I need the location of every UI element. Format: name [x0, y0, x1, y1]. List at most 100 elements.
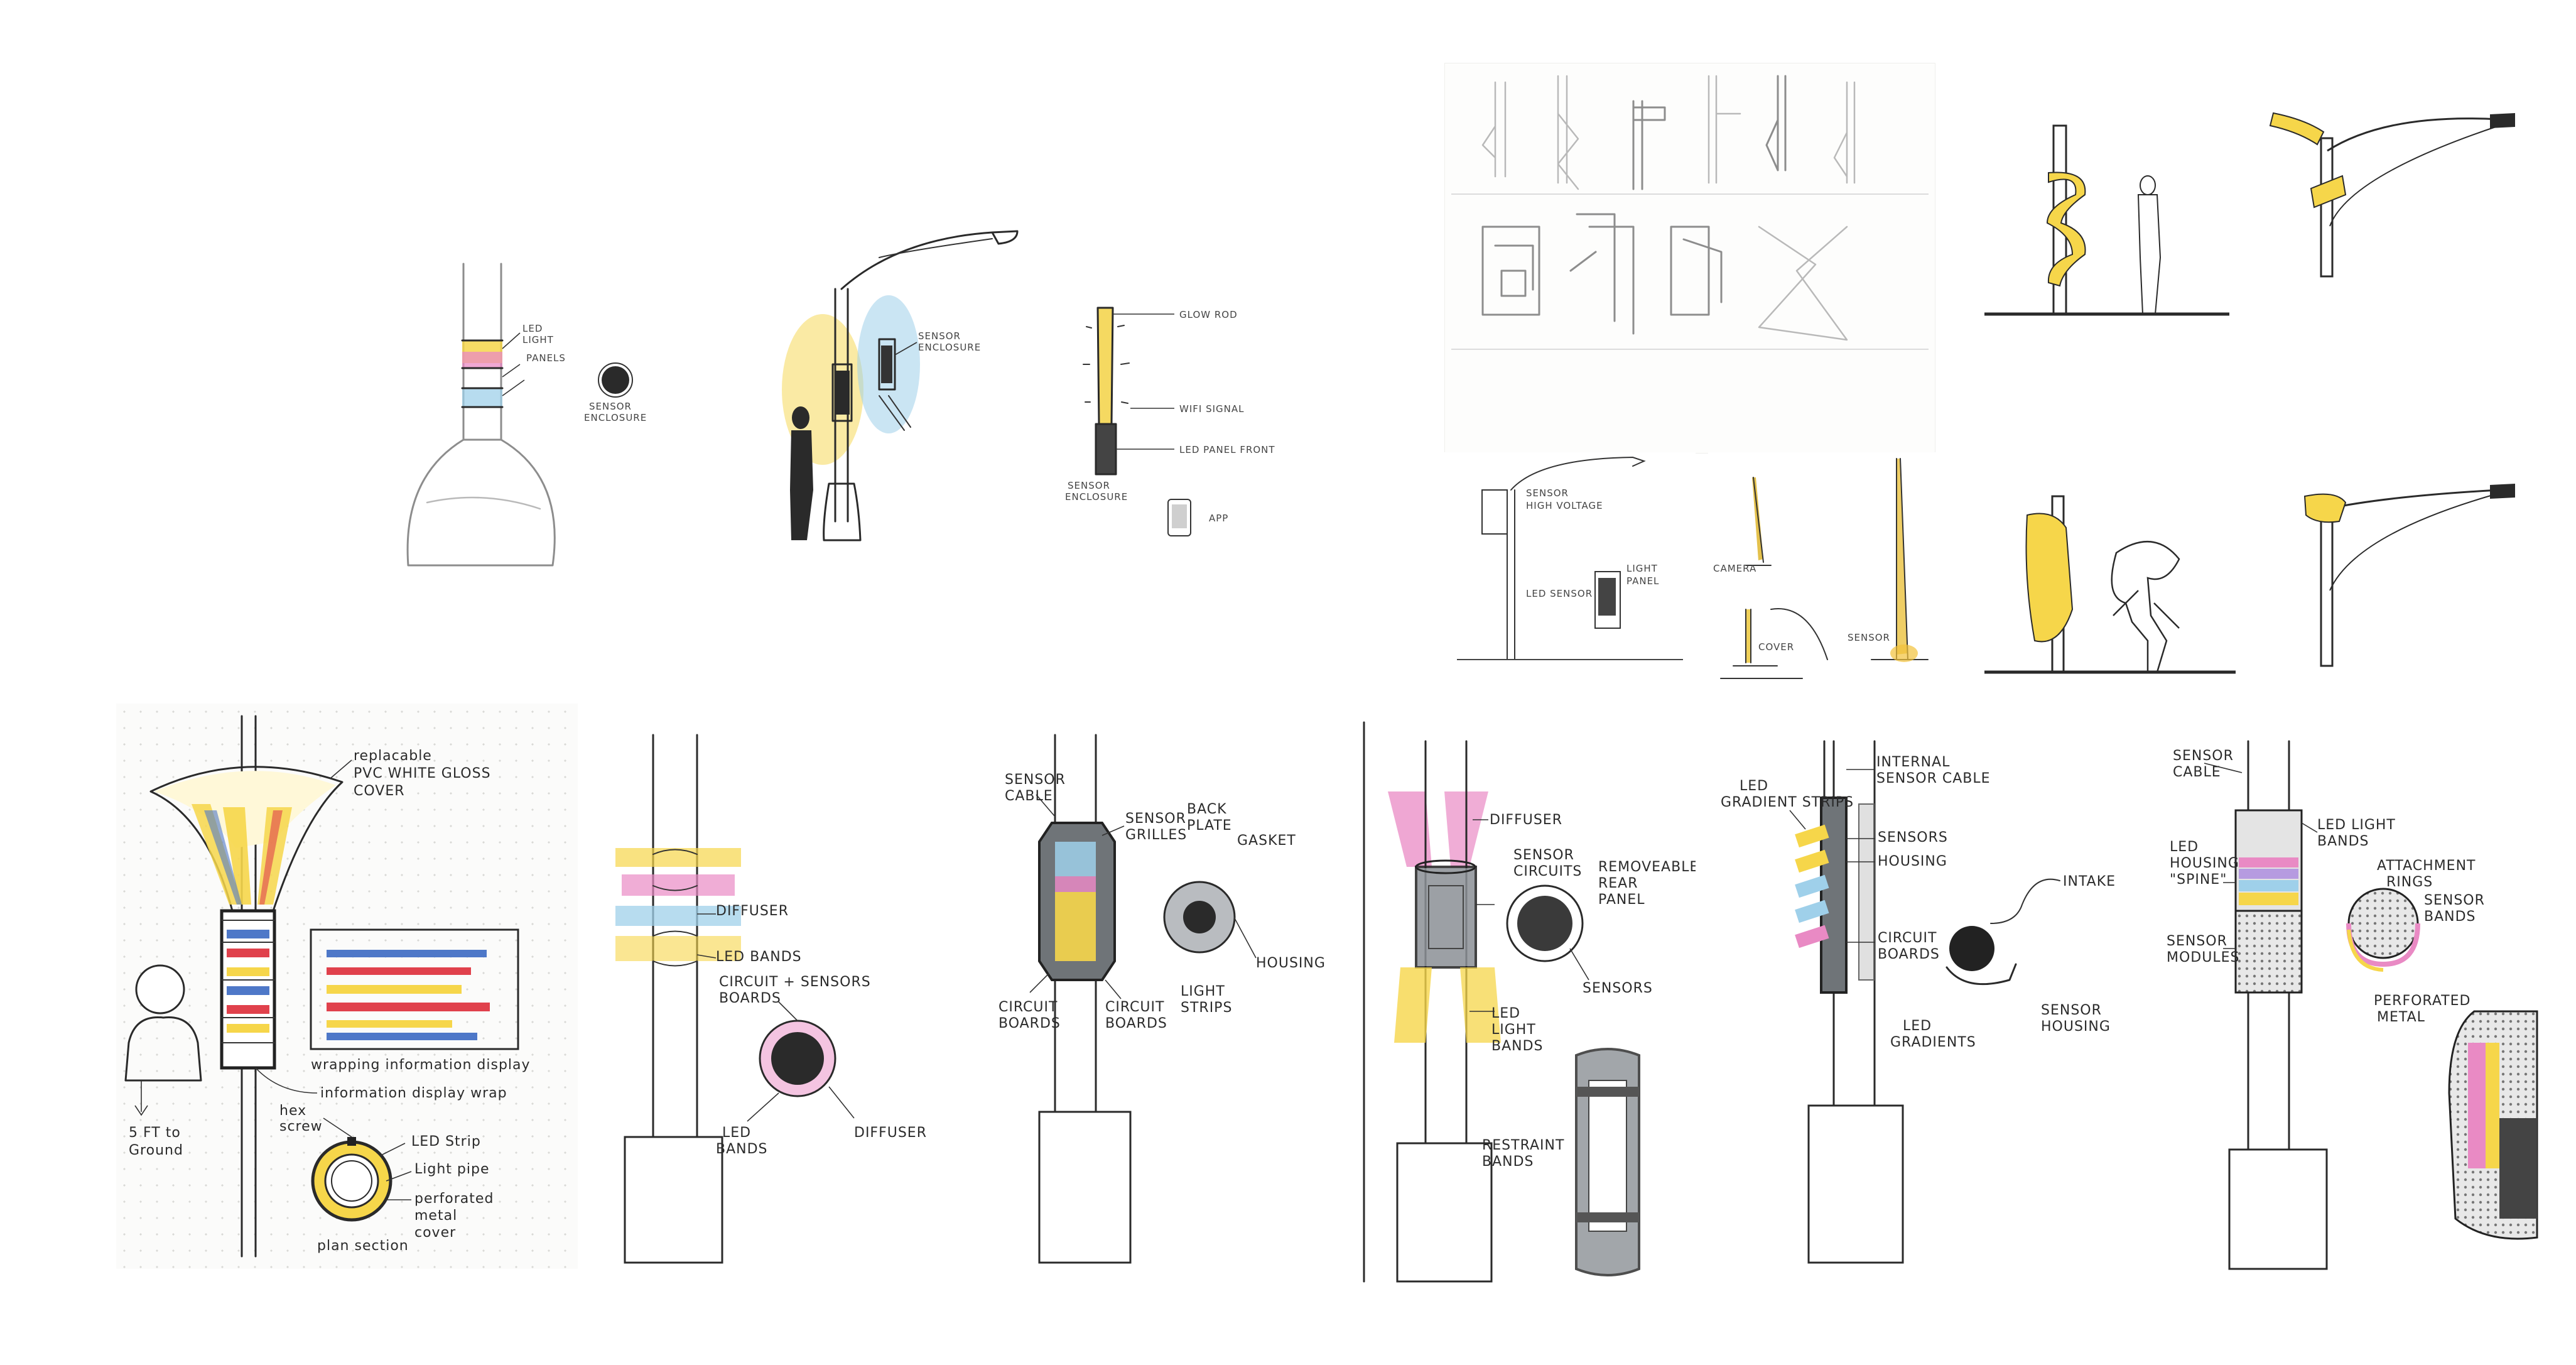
label-spine-2: HOUSING [2170, 856, 2239, 871]
label-enclosure: ENCLOSURE [584, 412, 647, 423]
label-bands-2: BANDS [716, 1141, 768, 1157]
label-sensor-h2: HOUSING [2041, 1019, 2111, 1035]
label-circuit-e2: BOARDS [1878, 947, 1940, 962]
sketch-glow-rod: GLOW ROD WIFI SIGNAL LED PANEL FRONT SEN… [1049, 289, 1400, 578]
label-hex-2: screw [279, 1119, 323, 1134]
label-attach-1: ATTACHMENT [2377, 858, 2476, 874]
label-sensor-h1: SENSOR [2041, 1003, 2102, 1018]
label-circuit-e1: CIRCUIT [1878, 930, 1937, 946]
panel-d-removeable-panel: DIFFUSER SENSOR CIRCUITS REMOVEABLE REAR… [1363, 716, 1752, 1294]
label-pencil-1: HIGH VOLTAGE [1526, 500, 1603, 511]
label-intake: INTAKE [2063, 874, 2116, 889]
panel-c-sensor-grilles: SENSOR CABLE SENSOR GRILLES BACK PLATE G… [980, 710, 1369, 1275]
label-circuit-a1: CIRCUIT [998, 999, 1058, 1015]
label-perforated-1: perforated [414, 1191, 494, 1207]
label-modules-1: SENSOR [2167, 933, 2227, 949]
label-info-wrap: information display wrap [320, 1085, 507, 1101]
label-sensor-3: SENSOR [1068, 480, 1110, 491]
label-ground-1: 5 FT to [129, 1125, 181, 1141]
label-led-e4: GRADIENTS [1890, 1035, 1976, 1050]
label-diffuser-d: DIFFUSER [1490, 812, 1562, 828]
label-cable-2: CABLE [1005, 788, 1053, 804]
label-light: LIGHT [522, 334, 554, 345]
yellow-spiral-figure [1978, 113, 2242, 339]
label-panels: PANELS [526, 352, 566, 364]
sketch-ring-lamp-base: LED LIGHT PANELS SENSOR ENCLOSURE [389, 239, 741, 590]
label-wifi: WIFI SIGNAL [1179, 403, 1244, 415]
label-pencil-3: PANEL [1626, 575, 1659, 587]
label-circuits-1: SENSOR [1513, 847, 1574, 863]
label-circuit-a2: BOARDS [998, 1016, 1061, 1031]
yellow-wrap-streetlight [2236, 101, 2537, 289]
label-circuit-2: BOARDS [719, 991, 781, 1006]
label-led-f2: BANDS [2317, 834, 2369, 849]
label-circuits-2: CIRCUITS [1513, 864, 1582, 879]
label-spine-3: "SPINE" [2170, 872, 2227, 888]
sketch-streetlight-figure: SENSOR ENCLOSURE [754, 214, 1042, 565]
label-led-f1: LED LIGHT [2317, 817, 2396, 833]
panel-f-led-spine: SENSOR CABLE LED LIGHT BANDS LED HOUSING… [2160, 716, 2562, 1281]
label-light-pipe: Light pipe [414, 1161, 489, 1177]
label-led-2: LED [722, 1125, 751, 1141]
label-plan: plan section [317, 1238, 409, 1254]
label-grilles-2: GRILLES [1125, 827, 1187, 843]
label-diffuser-2: DIFFUSER [854, 1125, 927, 1141]
label-led-d1: LED [1491, 1006, 1520, 1021]
label-sbands-2: BANDS [2424, 909, 2476, 925]
label-info-bars: wrapping information display [311, 1057, 531, 1073]
label-led-e2: GRADIENT STRIPS [1721, 795, 1854, 810]
label-cable-f1: SENSOR [2173, 748, 2234, 764]
label-cable-1: SENSOR [1005, 772, 1066, 788]
label-circuit-b2: BOARDS [1105, 1016, 1167, 1031]
label-pencil-7: SENSOR [1848, 632, 1890, 643]
label-perf-2: METAL [2377, 1009, 2425, 1025]
label-circuit-1: CIRCUIT + SENSORS [719, 974, 871, 990]
label-housing: HOUSING [1256, 955, 1326, 971]
panel-b-diffuser-bands: DIFFUSER LED BANDS CIRCUIT + SENSORS BOA… [590, 710, 967, 1275]
label-pencil-5: CAMERA [1713, 563, 1756, 574]
label-sensor: SENSOR [589, 401, 632, 412]
label-pencil-2: LIGHT [1626, 563, 1658, 574]
label-led-bands: LED BANDS [716, 949, 802, 965]
label-glow-rod: GLOW ROD [1179, 309, 1238, 320]
label-attach-2: RINGS [2386, 874, 2433, 890]
label-restrain-2: BANDS [1482, 1154, 1534, 1170]
label-diffuser: DIFFUSER [716, 903, 789, 919]
label-led-d2: LIGHT [1491, 1022, 1536, 1038]
label-light-2: STRIPS [1181, 1000, 1232, 1016]
panel-e-gradient-strips: INTERNAL SENSOR CABLE LED GRADIENT STRIP… [1696, 716, 2148, 1281]
label-cable-f2: CABLE [2173, 764, 2221, 780]
pencil-streetlight-diagram: SENSOR HIGH VOLTAGE LIGHT PANEL LED SENS… [1444, 452, 1696, 666]
label-spine-1: LED [2170, 839, 2199, 855]
label-app: APP [1209, 513, 1228, 524]
pencil-glow-rod-studies: CAMERA COVER SENSOR [1708, 452, 1947, 691]
label-sensors-d: SENSORS [1583, 981, 1653, 996]
label-perforated-2: metal [414, 1208, 457, 1224]
label-hex-1: hex [279, 1103, 306, 1119]
label-led-strip: LED Strip [411, 1134, 481, 1150]
label-led-e3: LED [1903, 1018, 1932, 1034]
label-ground-2: Ground [129, 1143, 183, 1158]
label-enclosure-2: ENCLOSURE [918, 342, 981, 353]
label-housing-e: HOUSING [1878, 854, 1947, 869]
label-cover-2: PVC WHITE GLOSS [354, 766, 491, 781]
label-sensors-e: SENSORS [1878, 830, 1948, 846]
panel-a-info-wrap: wrapping information display replacable … [116, 704, 578, 1269]
label-cover-3: COVER [354, 783, 405, 799]
pencil-exploration-grid [1444, 63, 1935, 454]
label-back-2: PLATE [1187, 818, 1232, 834]
label-enclosure-3: ENCLOSURE [1065, 491, 1128, 503]
label-light-1: LIGHT [1181, 984, 1225, 999]
label-cover-1: replacable [354, 748, 432, 764]
label-pencil-0: SENSOR [1526, 487, 1569, 499]
label-led-e1: LED [1740, 778, 1768, 794]
label-internal-1: INTERNAL [1876, 754, 1950, 770]
label-led: LED [522, 323, 543, 334]
label-removable-3: PANEL [1598, 892, 1645, 908]
label-sensor-2: SENSOR [918, 330, 961, 342]
label-pencil-4: LED SENSOR [1526, 588, 1593, 599]
label-internal-2: SENSOR CABLE [1876, 771, 1991, 786]
label-circuit-b1: CIRCUIT [1105, 999, 1164, 1015]
label-perforated-3: cover [414, 1225, 456, 1241]
label-modules-2: MODULES [2167, 950, 2239, 965]
